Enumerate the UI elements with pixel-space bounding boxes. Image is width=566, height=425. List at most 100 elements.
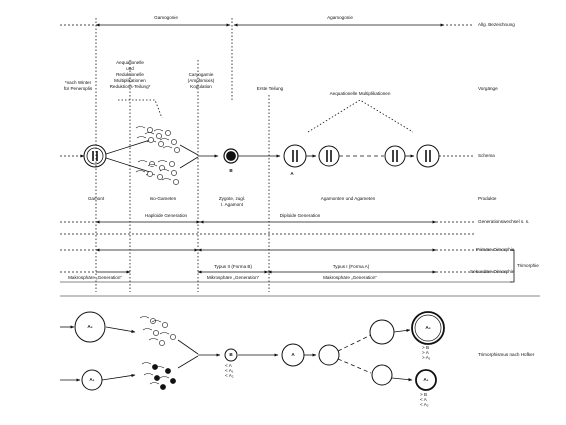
reduktion-line2: und (126, 66, 134, 71)
reduktion-line4: Multiplikationen (114, 78, 146, 83)
gamete-l7 (161, 178, 179, 185)
agamont-circle-1 (283, 144, 307, 168)
allg-bezeichnung-label: Allg. Bezeichnung (478, 22, 515, 27)
vorgaenge-label: Vorgänge (478, 86, 498, 91)
aequationelle-label: Aequationelle Multiplikationen (329, 91, 391, 96)
zygote-letter: B (229, 168, 233, 173)
gamete-l6 (135, 170, 153, 177)
hofker-a1-small-text: A₁ (423, 377, 429, 382)
gamete-u1 (135, 126, 153, 133)
hofker-gamete-u3 (142, 328, 159, 336)
hofker-gamete-l3 (143, 373, 160, 381)
typus-ii-label: Typus II (Forma B) (213, 264, 253, 269)
split-line-down (105, 157, 151, 173)
multiplikation-bracket (307, 99, 414, 133)
iso-gameten-upper-group (135, 126, 180, 153)
hofker-a1-arrow (101, 373, 136, 381)
winter-note-line2: für Peneroplis (63, 86, 93, 91)
caryogamie-line2: (Amphimixis) (187, 78, 215, 83)
agamont-circle-2 (318, 145, 340, 167)
hofker-to-a1 (391, 377, 413, 382)
hofker-gametes-lower (141, 362, 176, 390)
zygote-nucleus (226, 151, 236, 161)
iso-gameten-lower-group (135, 160, 179, 185)
gamont-circle (83, 144, 107, 168)
gamete-u4 (159, 138, 177, 145)
hofker-a1-rel-3: < A₂ (420, 402, 429, 407)
hofker-gamete-u1 (139, 316, 156, 324)
typus-i-label: Typus I (Forma A) (332, 264, 370, 269)
produkte-label: Produkte (478, 196, 497, 201)
caryogamie-line1: Caryogamie (188, 72, 214, 77)
gamont-inner-circle (86, 147, 104, 165)
makrosphaere-label-1: Makrosphäre „Generation“ (68, 275, 122, 280)
hofker-merge-down (177, 355, 199, 369)
hofker-gamete-u4 (159, 332, 176, 340)
trimorphismus-hofker-label: Trimorphismus nach Hofker (478, 352, 535, 357)
gamete-u2 (144, 132, 162, 139)
hofker-lower-circle (371, 364, 393, 386)
gamete-l4 (159, 169, 177, 176)
hofker-b-rel-3: < A₂ (225, 373, 234, 378)
hofker-gamete-u2 (151, 320, 168, 328)
hofker-a2-arrow (105, 326, 136, 333)
sekundaere-dimorphie-label: Sekundäre Dimorphie (470, 269, 515, 274)
agamont-circle-4 (416, 144, 440, 168)
hofker-a1-rel-1: > B (420, 392, 428, 397)
hofker-b-text: B (229, 352, 233, 357)
hofker-a2-rel-1: > B (422, 345, 430, 350)
gamete-u7 (162, 146, 180, 153)
agamont-letter: A (290, 171, 294, 176)
haploide-label: Haploide Generation (144, 213, 188, 218)
hofker-a2-text: A₂ (87, 324, 93, 329)
reduktion-bracket (118, 99, 163, 119)
hofker-gamete-l5 (149, 382, 166, 390)
gamogonie-label: Gamogonie (154, 15, 178, 20)
gamont-label: Gamont (87, 196, 105, 201)
gamete-u6 (136, 136, 154, 143)
reduktion-line5: Reduktions-Teilung* (109, 84, 151, 89)
gamete-l3 (157, 160, 175, 167)
hofker-gametes-upper (139, 316, 176, 346)
hofker-a1-text: A₁ (89, 377, 95, 382)
hofker-merge-up (177, 339, 199, 355)
gamete-u3 (153, 129, 171, 136)
hofker-to-a2 (393, 328, 411, 333)
hofker-upper-circle (369, 319, 395, 345)
hofker-gamete-l2 (154, 366, 171, 374)
makrosphaere-label-2: Makrosphäre „Generation“ (323, 275, 377, 280)
hofker-mid-circle (318, 344, 340, 366)
gamete-merge-up (179, 144, 199, 156)
caryogamie-line3: Kopulation (190, 84, 212, 89)
hofker-a-text: A (291, 352, 295, 357)
hofker-a2-big-circle (411, 311, 445, 345)
hofker-gamete-l4 (159, 376, 176, 384)
trimorphie-bracket (510, 249, 515, 283)
hofker-gamete-u5 (148, 338, 165, 346)
hofker-b-circle (224, 348, 238, 362)
agamogonie-label: Agamogonie (327, 15, 353, 20)
diploide-label: Diploide Generation (279, 213, 321, 218)
mikrosphaere-label: Mikrosphäre „Generation“ (206, 275, 260, 280)
hofker-b-rel-1: < A (225, 363, 232, 368)
hofker-a2-big-text: A₂ (425, 325, 431, 330)
hofker-a1-small-circle (415, 369, 437, 391)
zygote-label-line1: Zygote, zugl. (218, 196, 246, 201)
hofker-a2-rel-3: > A₁ (422, 355, 431, 360)
reduktion-line1: Aequationelle (116, 60, 144, 65)
reduktion-line3: Reduktionelle (116, 72, 144, 77)
primaere-dimorphie-label: Primäre Dimorphie (476, 247, 515, 252)
hofker-a2-circle (74, 311, 106, 343)
schema-label: Schema (478, 153, 495, 158)
hofker-a2-big-inner (414, 314, 442, 342)
hofker-gamete-l1 (141, 362, 158, 370)
generationswechsel-label: Generationswechsel s. s. (478, 219, 530, 224)
hofker-b-rel-2: < A₁ (225, 368, 234, 373)
gamete-merge-down (179, 156, 199, 169)
winter-note-line1: *nach Winter (64, 80, 92, 85)
iso-gameten-label: Iso-Gameten (149, 196, 177, 201)
erste-teilung-label: Erste Teilung (256, 86, 284, 91)
zygote-label-line2: I. Agamont (221, 202, 243, 207)
